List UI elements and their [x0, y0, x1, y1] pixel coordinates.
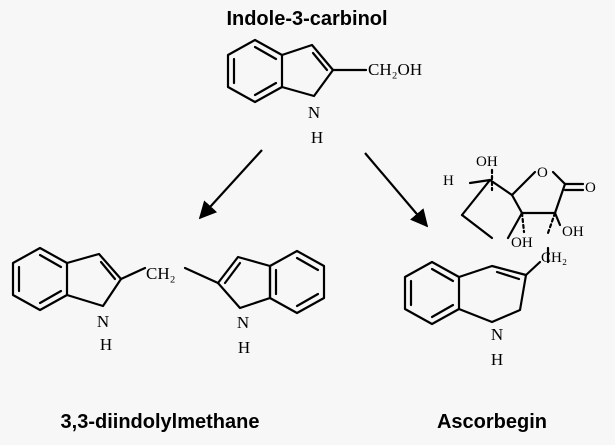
asc-oh-top-label: OH [476, 154, 498, 170]
i3c-ch2oh-label: CH₂OH [368, 60, 422, 79]
asc-bond [553, 211, 562, 227]
diindolylmethane-structure [11, 246, 326, 315]
dim-double-bond [223, 261, 242, 285]
asc-pyrrole-ring [457, 264, 528, 324]
dim-double-bond [295, 292, 320, 308]
asc-ch2-label: CH₂ [541, 250, 567, 266]
asc-oh-right-label: OH [562, 224, 584, 240]
asc-bond [468, 178, 492, 185]
asc-dashed-bond [520, 211, 526, 234]
asc-linker-bond [524, 260, 542, 277]
i3c-double-bond [253, 81, 278, 97]
asc-double-bond [430, 267, 455, 283]
i3c-hydrogen-label: H [311, 128, 323, 147]
asc-double-bond [495, 270, 521, 281]
asc-h-label: H [443, 173, 454, 189]
diindolylmethane-title: 3,3-diindolylmethane [61, 411, 260, 433]
dim-bridge-bond-right [183, 266, 220, 285]
indole-3-carbinol-structure [226, 38, 368, 104]
dim-right-benzene-ring [268, 249, 326, 315]
dim-left-benzene-ring [11, 246, 69, 312]
ascorbegin-title: Ascorbegin [437, 411, 547, 433]
i3c-benzene-ring [226, 38, 284, 104]
dim-right-hydrogen-label: H [238, 338, 250, 357]
asc-bond [460, 178, 492, 217]
asc-bond [553, 182, 567, 215]
asc-oh-bottom-label: OH [511, 235, 533, 251]
asc-double-bond [430, 303, 455, 319]
dim-double-bond [38, 289, 63, 305]
dim-right-nitrogen-label: N [237, 313, 249, 332]
dim-left-hydrogen-label: H [100, 335, 112, 354]
indole-3-carbinol-title: Indole-3-carbinol [226, 8, 387, 30]
asc-carbonyl-oxygen-label: O [585, 180, 596, 196]
dim-ch2-label: CH₂ [146, 264, 176, 283]
asc-nitrogen-label: N [491, 325, 503, 344]
asc-ring-oxygen-label: O [537, 165, 548, 181]
asc-bond [506, 211, 524, 240]
dim-left-nitrogen-label: N [97, 312, 109, 331]
dim-bridge-bond-left [119, 266, 147, 281]
dim-left-pyrrole-ring [65, 252, 123, 308]
asc-benzene-ring [403, 260, 461, 326]
asc-bond [551, 170, 567, 186]
dim-double-bond [295, 256, 320, 272]
arrow-to-diindolylmethane [198, 149, 263, 220]
ascorbegin-structure [403, 168, 585, 326]
asc-bond [510, 170, 537, 197]
asc-bond [488, 178, 514, 197]
asc-hydrogen-label: H [491, 350, 503, 369]
dim-double-bond [99, 260, 117, 281]
arrow-to-ascorbegin [364, 152, 429, 228]
i3c-pyrrole-ring [280, 43, 335, 98]
i3c-double-bond [253, 45, 278, 61]
i3c-nitrogen-label: N [308, 103, 320, 122]
dim-double-bond [38, 253, 63, 269]
asc-bond [460, 213, 494, 240]
asc-dashed-bond [546, 211, 557, 235]
i3c-double-bond [311, 51, 329, 72]
asc-bond [510, 193, 524, 215]
